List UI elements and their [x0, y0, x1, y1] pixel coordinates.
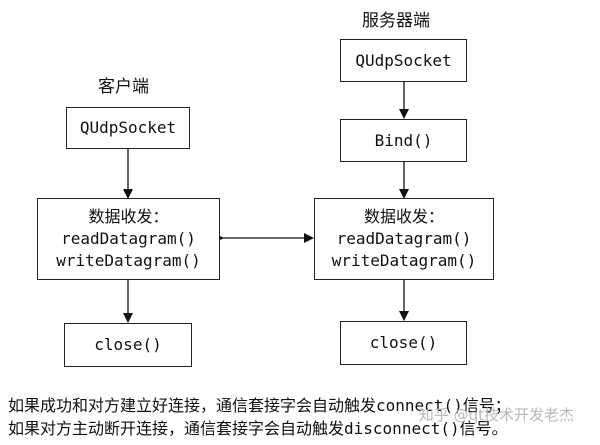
- client-data-title: 数据收发：: [88, 207, 169, 226]
- server-read-call: readDatagram(): [336, 229, 472, 248]
- watermark: 知乎 @qt技术开发老杰: [418, 406, 574, 424]
- note-disconnect: 如果对方主动断开连接，通信套接字会自动触发disconnect()信号。: [8, 415, 508, 439]
- server-write-call: writeDatagram(): [331, 251, 477, 270]
- server-bind-box: Bind(): [340, 119, 467, 162]
- server-socket-box: QUdpSocket: [340, 39, 467, 82]
- server-socket-text: QUdpSocket: [355, 50, 452, 70]
- client-socket-box: QUdpSocket: [66, 107, 190, 149]
- client-close-text: close(): [94, 335, 162, 354]
- note-disconnect-prefix: 如果对方主动断开连接，通信套接字会自动触发: [8, 419, 345, 438]
- server-close-text: close(): [369, 333, 438, 352]
- client-socket-text: QUdpSocket: [79, 118, 177, 137]
- note-disconnect-suffix: 信号。: [459, 419, 508, 438]
- note-disconnect-signal: disconnect(): [344, 419, 460, 438]
- server-data-box: 数据收发： readDatagram() writeDatagram(): [314, 198, 494, 280]
- server-data-title: 数据收发：: [363, 207, 444, 226]
- server-bind-text: Bind(): [374, 130, 433, 150]
- client-data-box: 数据收发： readDatagram() writeDatagram(): [37, 198, 220, 280]
- client-close-box: close(): [64, 323, 192, 367]
- note-connect-suffix: 信号；: [462, 396, 511, 415]
- client-write-call: writeDatagram(): [56, 251, 201, 270]
- client-label: 客户端: [98, 77, 149, 97]
- client-read-call: readDatagram(): [61, 229, 196, 248]
- note-connect-signal: connect(): [376, 396, 463, 415]
- note-connect: 如果成功和对方建立好连接，通信套接字会自动触发connect()信号；: [8, 392, 511, 416]
- server-close-box: close(): [340, 321, 467, 365]
- note-connect-prefix: 如果成功和对方建立好连接，通信套接字会自动触发: [8, 396, 377, 415]
- server-label: 服务器端: [362, 11, 430, 31]
